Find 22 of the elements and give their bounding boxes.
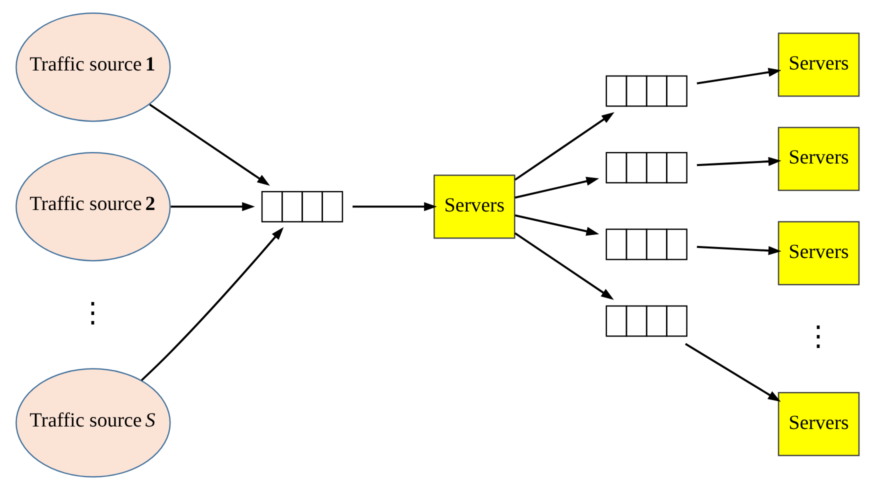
arrow <box>696 156 781 166</box>
node-box: Servers <box>433 174 515 239</box>
node-ellipse: Traffic source S <box>15 368 170 478</box>
arrow <box>514 232 614 300</box>
node-box: Servers <box>777 392 860 456</box>
node-box: Servers <box>777 221 860 286</box>
node-ellipse: Traffic source 2 <box>15 152 170 262</box>
node-box: Servers <box>777 32 860 97</box>
arrow <box>148 104 270 186</box>
label: ⋮ <box>78 296 107 328</box>
node-box: Servers <box>777 126 860 191</box>
arrow <box>352 202 436 212</box>
node-ellipse: Traffic source 1 <box>15 12 170 122</box>
arrow <box>514 176 599 199</box>
arrow <box>696 68 781 84</box>
arrow <box>696 246 781 256</box>
arrow <box>140 227 284 382</box>
arrow <box>684 343 780 402</box>
arrow <box>514 214 599 236</box>
label: ⋮ <box>804 320 832 352</box>
arrow <box>514 112 614 181</box>
arrow <box>170 202 254 212</box>
